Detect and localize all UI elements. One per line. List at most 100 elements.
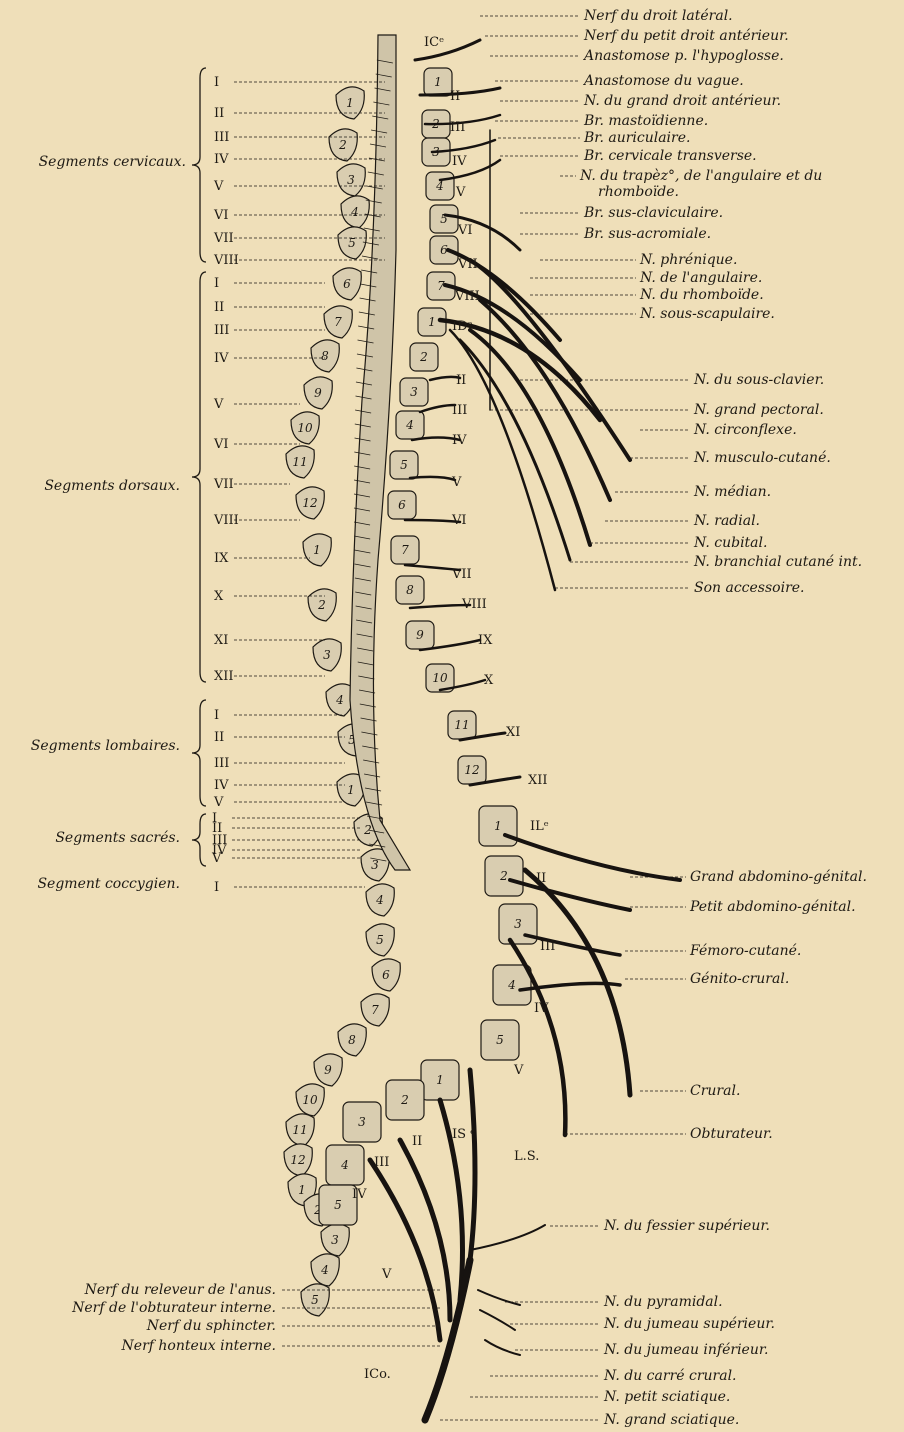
root-numeral-24: IV (352, 1187, 367, 1202)
right-vertebra-4: 5 (430, 205, 458, 233)
left-vertebra-number: 11 (292, 455, 307, 469)
left-vertebra-number: 7 (334, 315, 342, 329)
right-label-28: Génito-crural. (690, 971, 789, 987)
right-vertebra-25: 2 (386, 1080, 424, 1120)
right-label-25: Grand abdomino-génital. (690, 869, 867, 885)
right-label-0: Nerf du droit latéral. (583, 8, 733, 24)
right-label-30: Obturateur. (690, 1126, 773, 1142)
root-numeral-21: V (513, 1063, 524, 1078)
left-vertebra-11: 12 (296, 487, 324, 519)
right-vertebra-13: 7 (391, 536, 419, 564)
segment-sacral-4: V (211, 851, 222, 866)
right-vertebra-number: 1 (434, 75, 442, 89)
segment-dorsal-10: XI (214, 633, 228, 648)
left-vertebra-24: 8 (338, 1024, 366, 1056)
right-vertebra-3: 4 (426, 172, 454, 200)
segment-dorsal-6: VII (213, 477, 234, 492)
right-vertebra-number: 1 (428, 315, 436, 329)
left-nerve-label-2: Nerf du sphincter. (146, 1318, 276, 1334)
left-vertebra-number: 3 (323, 648, 331, 662)
segment-lumbar-1: II (214, 730, 224, 745)
right-vertebra-number: 2 (419, 350, 428, 364)
right-label-20: N. médian. (693, 484, 771, 500)
right-vertebra-18: 12 (458, 756, 486, 784)
right-vertebra-14: 8 (396, 576, 424, 604)
right-label-14: N. du rhomboïde. (639, 287, 764, 303)
right-label-5: Br. mastoïdienne. (583, 113, 708, 129)
segment-lumbar-2: III (214, 756, 229, 771)
left-vertebra-number: 4 (375, 893, 384, 907)
left-vertebra-33: 5 (301, 1284, 329, 1316)
nerve-trunk-35 (370, 1160, 440, 1340)
segment-dorsal-0: I (214, 276, 219, 291)
right-vertebra-26: 3 (343, 1102, 381, 1142)
root-numeral-15: X (484, 673, 494, 688)
segment-cervical-6: VII (213, 231, 234, 246)
root-numeral-16: XI (506, 725, 520, 740)
left-vertebra-21: 5 (366, 924, 394, 956)
right-label-11: Br. sus-acromiale. (583, 226, 711, 242)
root-numeral-8: III (452, 403, 467, 418)
right-vertebra-number: 3 (358, 1115, 366, 1129)
group-brace-1 (192, 272, 206, 682)
segment-dorsal-5: VI (213, 437, 229, 452)
right-label-15: N. sous-scapulaire. (639, 306, 775, 322)
right-label-10: Br. sus-claviculaire. (583, 205, 723, 221)
group-brace-0 (192, 68, 206, 262)
left-vertebra-number: 1 (313, 543, 321, 557)
left-vertebra-number: 3 (371, 858, 379, 872)
right-vertebra-number: 10 (432, 671, 448, 685)
left-vertebra-7: 8 (311, 340, 339, 372)
left-vertebra-number: 6 (382, 968, 390, 982)
root-label-1: IDᵉ (452, 319, 473, 334)
right-vertebra-10: 4 (396, 411, 424, 439)
left-vertebra-number: 1 (298, 1183, 306, 1197)
left-nerve-label-0: Nerf du releveur de l'anus. (84, 1282, 276, 1298)
root-numeral-17: XII (528, 773, 548, 788)
right-label-13: N. de l'angulaire. (639, 270, 762, 286)
left-vertebra-number: 3 (347, 173, 355, 187)
left-vertebra-number: 11 (292, 1123, 307, 1137)
segment-lumbar-4: V (213, 795, 224, 810)
left-nerve-label-3: Nerf honteux interne. (121, 1338, 276, 1354)
right-vertebra-number: 1 (436, 1073, 444, 1087)
right-label-6: Br. auriculaire. (583, 130, 690, 146)
left-vertebra-10: 11 (286, 446, 314, 478)
right-vertebra-0: 1 (424, 68, 452, 96)
right-label-19: N. musculo-cutané. (693, 450, 831, 466)
right-label-36: N. petit sciatique. (603, 1389, 730, 1405)
nerve-trunk-38 (478, 1290, 520, 1305)
segment-cervical-2: III (214, 130, 229, 145)
right-vertebra-17: 11 (448, 711, 476, 739)
right-vertebra-number: 3 (410, 385, 418, 399)
group-brace-3 (192, 814, 206, 866)
right-label-12: N. phrénique. (639, 252, 737, 268)
root-numeral-10: V (451, 475, 462, 490)
right-vertebra-number: 6 (398, 498, 406, 512)
right-label-24: Son accessoire. (694, 580, 805, 596)
left-vertebra-number: 5 (311, 1293, 319, 1307)
left-vertebra-number: 10 (297, 421, 313, 435)
nerve-trunk-39 (480, 1310, 515, 1330)
segment-cervical-7: VIII (213, 253, 239, 268)
right-label-33: N. du jumeau supérieur. (603, 1316, 775, 1332)
segment-dorsal-7: VIII (213, 513, 239, 528)
right-vertebra-number: 5 (400, 458, 408, 472)
right-label-32: N. du pyramidal. (603, 1294, 723, 1310)
right-vertebra-number: 5 (334, 1198, 342, 1212)
right-label-1: Nerf du petit droit antérieur. (583, 28, 789, 44)
left-vertebra-number: 8 (348, 1033, 356, 1047)
right-vertebra-5: 6 (430, 236, 458, 264)
root-numeral-4: VI (457, 223, 473, 238)
left-vertebra-number: 3 (331, 1233, 339, 1247)
right-label-16: N. du sous-clavier. (693, 372, 824, 388)
left-vertebra-4: 5 (338, 227, 366, 259)
root-label-3: IS ᵉ (452, 1127, 475, 1142)
left-vertebra-number: 1 (347, 783, 355, 797)
segment-dorsal-11: XII (214, 669, 234, 684)
segment-lumbar-0: I (214, 708, 219, 723)
left-vertebra-number: 8 (321, 349, 329, 363)
right-label-26: Petit abdomino-génital. (689, 899, 856, 915)
right-label-7: Br. cervicale transverse. (583, 148, 757, 164)
